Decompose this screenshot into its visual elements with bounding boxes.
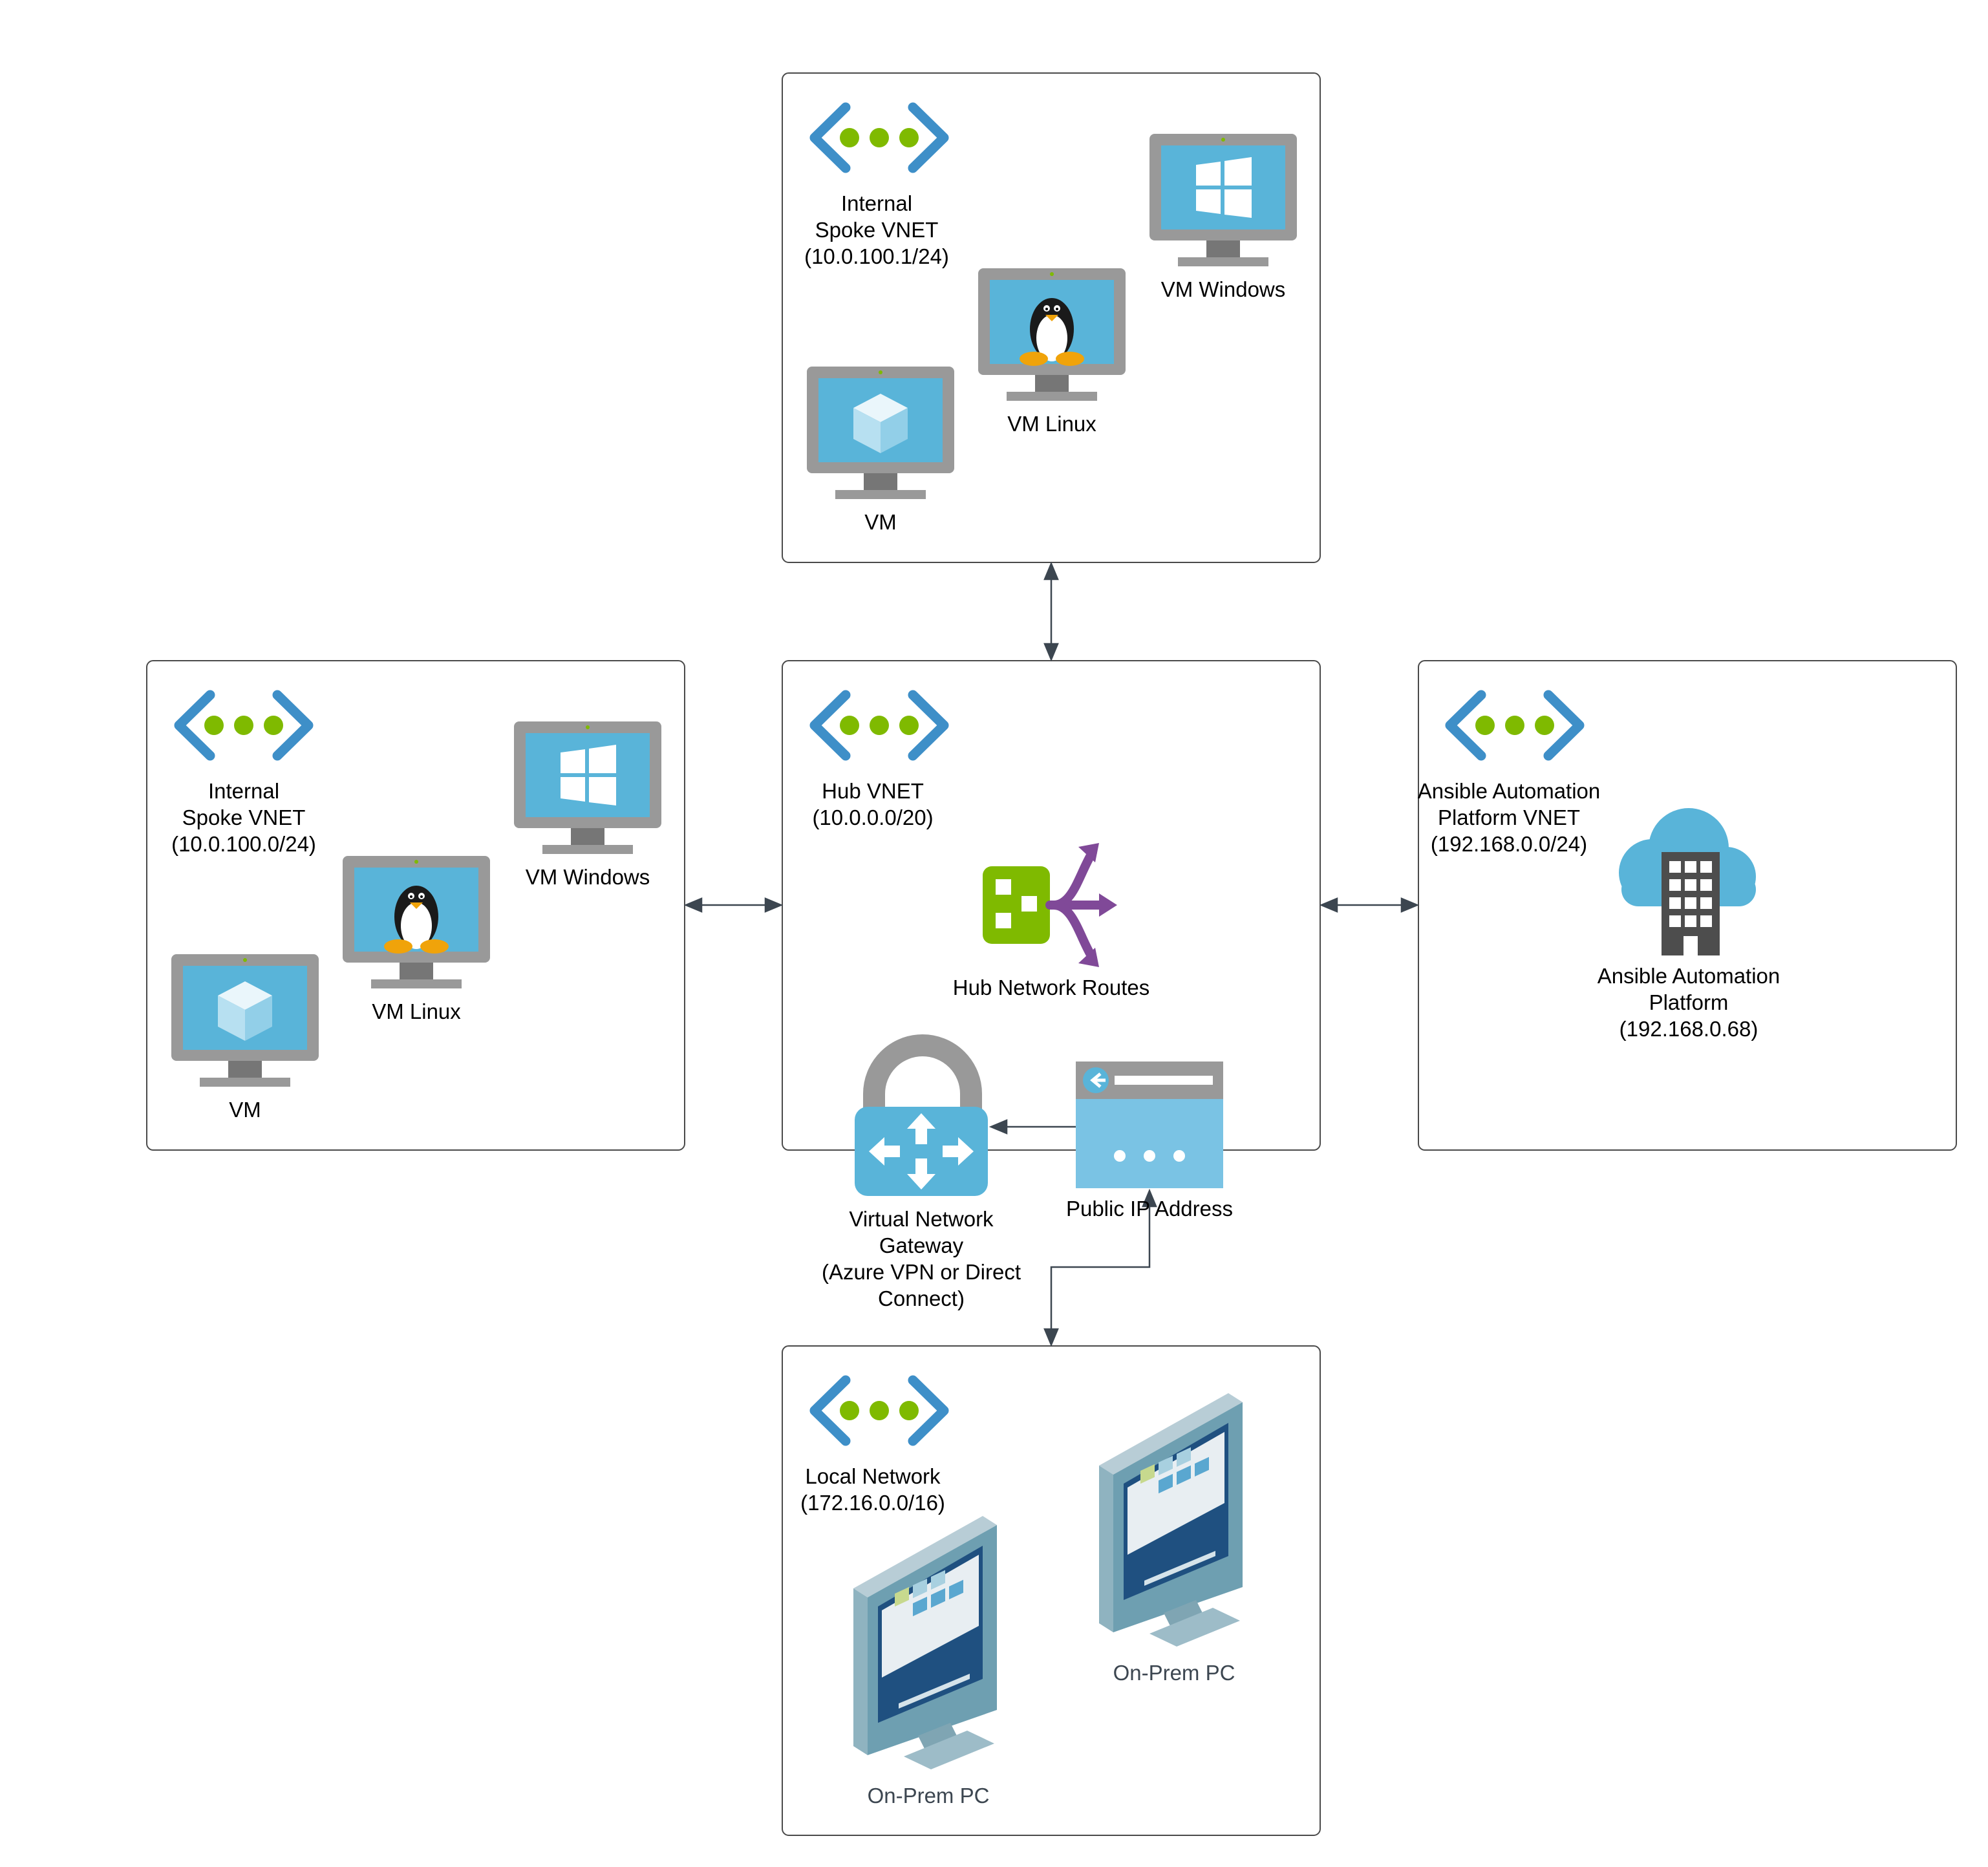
on-prem-pc-label: On-Prem PC [1113,1661,1235,1685]
vm-label: VM [864,510,897,534]
gateway-label-line: Virtual Network [849,1207,994,1231]
vm-windows-label: VM Windows [525,865,650,889]
vnet-title-line: Spoke VNET [815,218,939,242]
connector-left-hub [683,897,784,913]
virtual-network-gateway-icon [855,1034,988,1196]
vnet-title-line: Local Network [805,1464,941,1488]
gateway-label-line: Connect) [878,1286,965,1310]
top-spoke-vnet-title: Internal Spoke VNET (10.0.100.1/24) [799,190,954,270]
gateway-label-line: Gateway [879,1233,964,1257]
hub-vnet-title: Hub VNET (10.0.0.0/20) [795,778,950,831]
gateway-label-line: (Azure VPN or Direct [821,1260,1021,1284]
platform-label-line: Ansible Automation [1597,964,1780,988]
cloud-building-icon [1619,808,1756,955]
vnet-title-line: Ansible Automation [1417,779,1601,803]
connector-publicip-local [1043,1188,1157,1347]
vnet-title-line: (172.16.0.0/16) [800,1491,945,1515]
vnet-title-line: (10.0.100.1/24) [804,244,949,268]
on-prem-pc-label: On-Prem PC [867,1784,990,1808]
public-ip-address-icon [1076,1062,1223,1188]
hub-network-routes-label: Hub Network Routes [952,976,1150,999]
vnet-title-line: (10.0.0.0/20) [812,805,934,829]
route-table-icon [983,843,1117,967]
vnet-title-line: Platform VNET [1437,805,1581,829]
vnet-title-line: Internal [208,779,280,803]
local-network-title: Local Network (172.16.0.0/16) [795,1463,950,1516]
public-ip-address-label: Public IP Address [1065,1197,1234,1221]
vnet-title-line: Internal [840,191,913,215]
vm-windows-label: VM Windows [1160,277,1286,301]
platform-label-line: (192.168.0.68) [1619,1017,1758,1041]
platform-label-line: Platform [1649,990,1729,1014]
vm-label: VM [229,1098,261,1122]
vm-linux-label: VM Linux [1007,412,1096,436]
virtual-network-gateway-label: Virtual Network Gateway (Azure VPN or Di… [805,1206,1038,1312]
vnet-title-line: Hub VNET [822,779,924,803]
vnet-title-line: (10.0.100.0/24) [171,832,316,856]
connector-publicip-gateway [989,1119,1076,1135]
left-spoke-vnet-title: Internal Spoke VNET (10.0.100.0/24) [166,778,321,857]
ansible-vnet-title: Ansible Automation Platform VNET (192.16… [1412,778,1606,857]
vm-linux-label: VM Linux [372,999,461,1023]
ansible-platform-label: Ansible Automation Platform (192.168.0.6… [1592,963,1786,1042]
connector-top-hub [1043,561,1059,662]
vnet-title-line: Spoke VNET [182,805,306,829]
connector-hub-ansible [1319,897,1420,913]
vnet-title-line: (192.168.0.0/24) [1430,832,1588,856]
